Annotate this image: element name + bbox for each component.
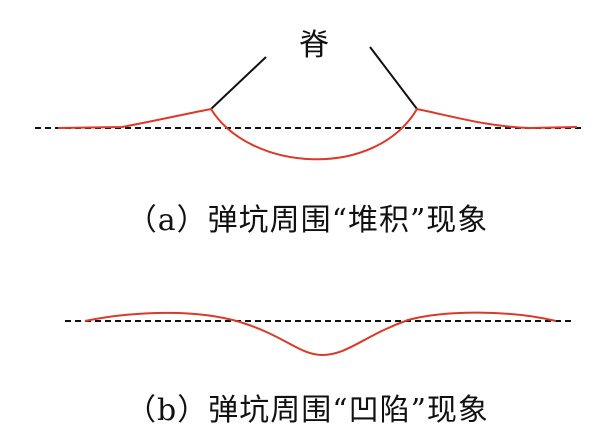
sink-in-profile	[84, 311, 557, 357]
pile-up-profile	[57, 107, 578, 161]
caption-a: （a）弹坑周围“堆积”现象	[126, 203, 489, 238]
ridge-leader-left	[210, 56, 267, 110]
caption-b: （b）弹坑周围“凹陷”现象	[126, 393, 489, 428]
ridge-label: 脊	[299, 28, 329, 63]
ridge-leader-right	[369, 46, 418, 110]
